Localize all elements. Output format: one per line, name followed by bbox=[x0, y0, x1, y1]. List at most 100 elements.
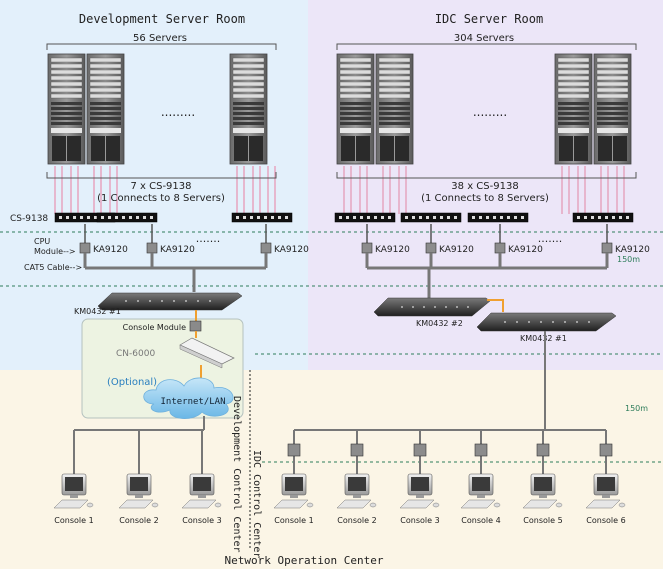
dev-ka-ellipsis: ....... bbox=[196, 232, 220, 245]
rack-unit-dark bbox=[233, 117, 264, 120]
switch-port bbox=[278, 216, 281, 219]
switch-port bbox=[73, 216, 76, 219]
console-label: Console 3 bbox=[400, 516, 439, 525]
rack-unit-light bbox=[232, 63, 265, 69]
switch-port bbox=[143, 216, 146, 219]
switch-body bbox=[96, 212, 158, 223]
switch-port bbox=[405, 216, 408, 219]
rack-unit-light bbox=[378, 93, 411, 99]
rack-unit-dark bbox=[51, 107, 82, 110]
idc-switch-caption-2: (1 Connects to 8 Servers) bbox=[421, 193, 549, 204]
switch-port bbox=[353, 216, 356, 219]
ka-module-box bbox=[361, 242, 373, 254]
dev-switch-brace bbox=[46, 172, 277, 179]
switch-port bbox=[346, 216, 349, 219]
km-led bbox=[504, 321, 506, 323]
rack-unit-light bbox=[339, 57, 372, 63]
switch-port bbox=[108, 216, 111, 219]
rack-unit-light bbox=[596, 87, 629, 93]
ka-module-box bbox=[425, 242, 437, 254]
dev-km-leds bbox=[125, 300, 211, 302]
switch-port bbox=[115, 216, 118, 219]
switch-port bbox=[426, 216, 429, 219]
rack-unit-light bbox=[339, 69, 372, 75]
switch-port bbox=[612, 216, 615, 219]
mouse-icon bbox=[555, 502, 563, 508]
rack-unit-light bbox=[232, 75, 265, 81]
rack-unit-light bbox=[339, 87, 372, 93]
rack-unit-dark bbox=[233, 102, 264, 105]
rack-unit-dark bbox=[90, 107, 121, 110]
switch-port bbox=[584, 216, 587, 219]
console-station: Console 2 bbox=[336, 473, 377, 525]
console-station: Console 6 bbox=[585, 473, 626, 525]
ka9120-label: KA9120 bbox=[615, 245, 650, 255]
monitor-screen bbox=[597, 477, 615, 491]
console-station: Console 1 bbox=[53, 473, 94, 525]
rack-unit-dark bbox=[233, 122, 264, 125]
rack-unit-light bbox=[232, 81, 265, 87]
switch-port bbox=[440, 216, 443, 219]
km-led bbox=[412, 306, 414, 308]
km-led bbox=[161, 300, 163, 302]
switch-port bbox=[271, 216, 274, 219]
rack-unit-band bbox=[51, 128, 82, 133]
rack-drive-left bbox=[341, 136, 355, 161]
km-led bbox=[185, 300, 187, 302]
idc-console-module bbox=[350, 443, 364, 457]
rack-unit-light bbox=[596, 75, 629, 81]
monitor-screen bbox=[411, 477, 429, 491]
switch-port bbox=[66, 216, 69, 219]
switch-port bbox=[500, 216, 503, 219]
rack-unit-light bbox=[596, 93, 629, 99]
idc-server-brace bbox=[336, 43, 637, 50]
switch-port bbox=[250, 216, 253, 219]
km-led bbox=[423, 306, 425, 308]
rack-drive-left bbox=[559, 136, 573, 161]
rack-unit-dark bbox=[597, 112, 628, 115]
rack-unit-light bbox=[557, 75, 590, 81]
rack-unit-dark bbox=[340, 102, 371, 105]
console-station: Console 3 bbox=[399, 473, 440, 525]
switch-port bbox=[94, 216, 97, 219]
rack-unit-band bbox=[558, 128, 589, 133]
switch-port bbox=[59, 216, 62, 219]
rack-unit-band bbox=[90, 128, 121, 133]
km-led bbox=[528, 321, 530, 323]
idc-km0432-1-device bbox=[476, 312, 617, 332]
switch-port bbox=[243, 216, 246, 219]
rack-unit-dark bbox=[90, 112, 121, 115]
distance-150m-b: 150m bbox=[625, 404, 648, 413]
cn6000-front bbox=[179, 344, 223, 369]
switch-port bbox=[374, 216, 377, 219]
rack-unit-light bbox=[596, 81, 629, 87]
rack-drive-right bbox=[613, 136, 627, 161]
km-led bbox=[149, 300, 151, 302]
rack-unit-light bbox=[339, 81, 372, 87]
rack-unit-dark bbox=[90, 117, 121, 120]
server-rack bbox=[336, 53, 375, 165]
cs9138-switch bbox=[231, 212, 293, 223]
rack-drive-left bbox=[52, 136, 66, 161]
internet-lan-label: Internet/LAN bbox=[160, 397, 225, 407]
switch-port bbox=[447, 216, 450, 219]
idc-servers-ellipsis: ......... bbox=[473, 105, 507, 119]
console-label: Console 1 bbox=[274, 516, 313, 525]
rack-unit-light bbox=[89, 75, 122, 81]
rack-drive-right bbox=[106, 136, 120, 161]
km-led bbox=[209, 300, 211, 302]
rack-unit-dark bbox=[340, 112, 371, 115]
console-station: Console 3 bbox=[181, 473, 222, 525]
switch-body bbox=[467, 212, 529, 223]
km-led bbox=[516, 321, 518, 323]
optional-label: (Optional) bbox=[107, 377, 157, 388]
switch-port bbox=[87, 216, 90, 219]
server-rack bbox=[375, 53, 414, 165]
mouse-icon bbox=[369, 502, 377, 508]
idc-km1-leds bbox=[504, 321, 590, 323]
rack-unit-dark bbox=[340, 117, 371, 120]
rack-unit-band bbox=[340, 128, 371, 133]
cs9138-switch bbox=[572, 212, 634, 223]
